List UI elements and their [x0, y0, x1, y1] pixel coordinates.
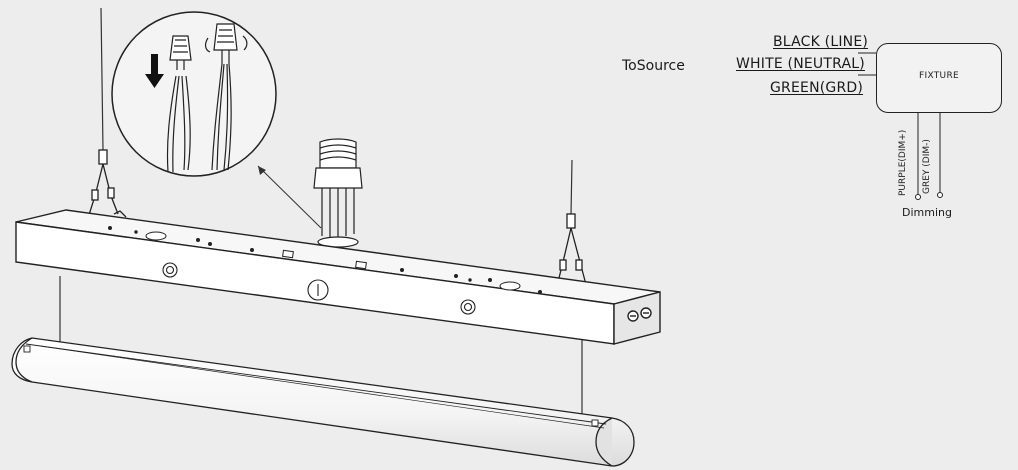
conduit-connector	[313, 138, 363, 248]
dimming-leads	[915, 113, 943, 200]
connector-detail-callout	[111, 11, 322, 229]
housing-top-details	[108, 226, 542, 294]
arrow-down-icon	[145, 54, 164, 88]
fixture-lens	[11, 337, 635, 467]
black-line-wire-label: BLACK (LINE)	[773, 34, 869, 50]
purple-dim-plus-label: PURPLE(DIM+)	[898, 129, 908, 196]
fixture-box: FIXTURE	[876, 43, 1002, 113]
left-cable-hanger	[85, 149, 127, 221]
white-neutral-wire-label: WHITE (NEUTRAL)	[736, 56, 865, 72]
dimming-label: Dimming	[902, 206, 952, 219]
housing-front-details	[162, 262, 476, 315]
green-ground-wire-label: GREEN(GRD)	[770, 80, 864, 96]
twisted-wire-nut-icon	[204, 23, 248, 171]
to-source-label: ToSource	[622, 58, 685, 74]
grey-dim-minus-label: GREY (DIM-)	[922, 139, 932, 194]
fixture-label: FIXTURE	[919, 71, 959, 81]
wire-nut-icon	[166, 35, 192, 173]
source-wires	[858, 52, 876, 76]
